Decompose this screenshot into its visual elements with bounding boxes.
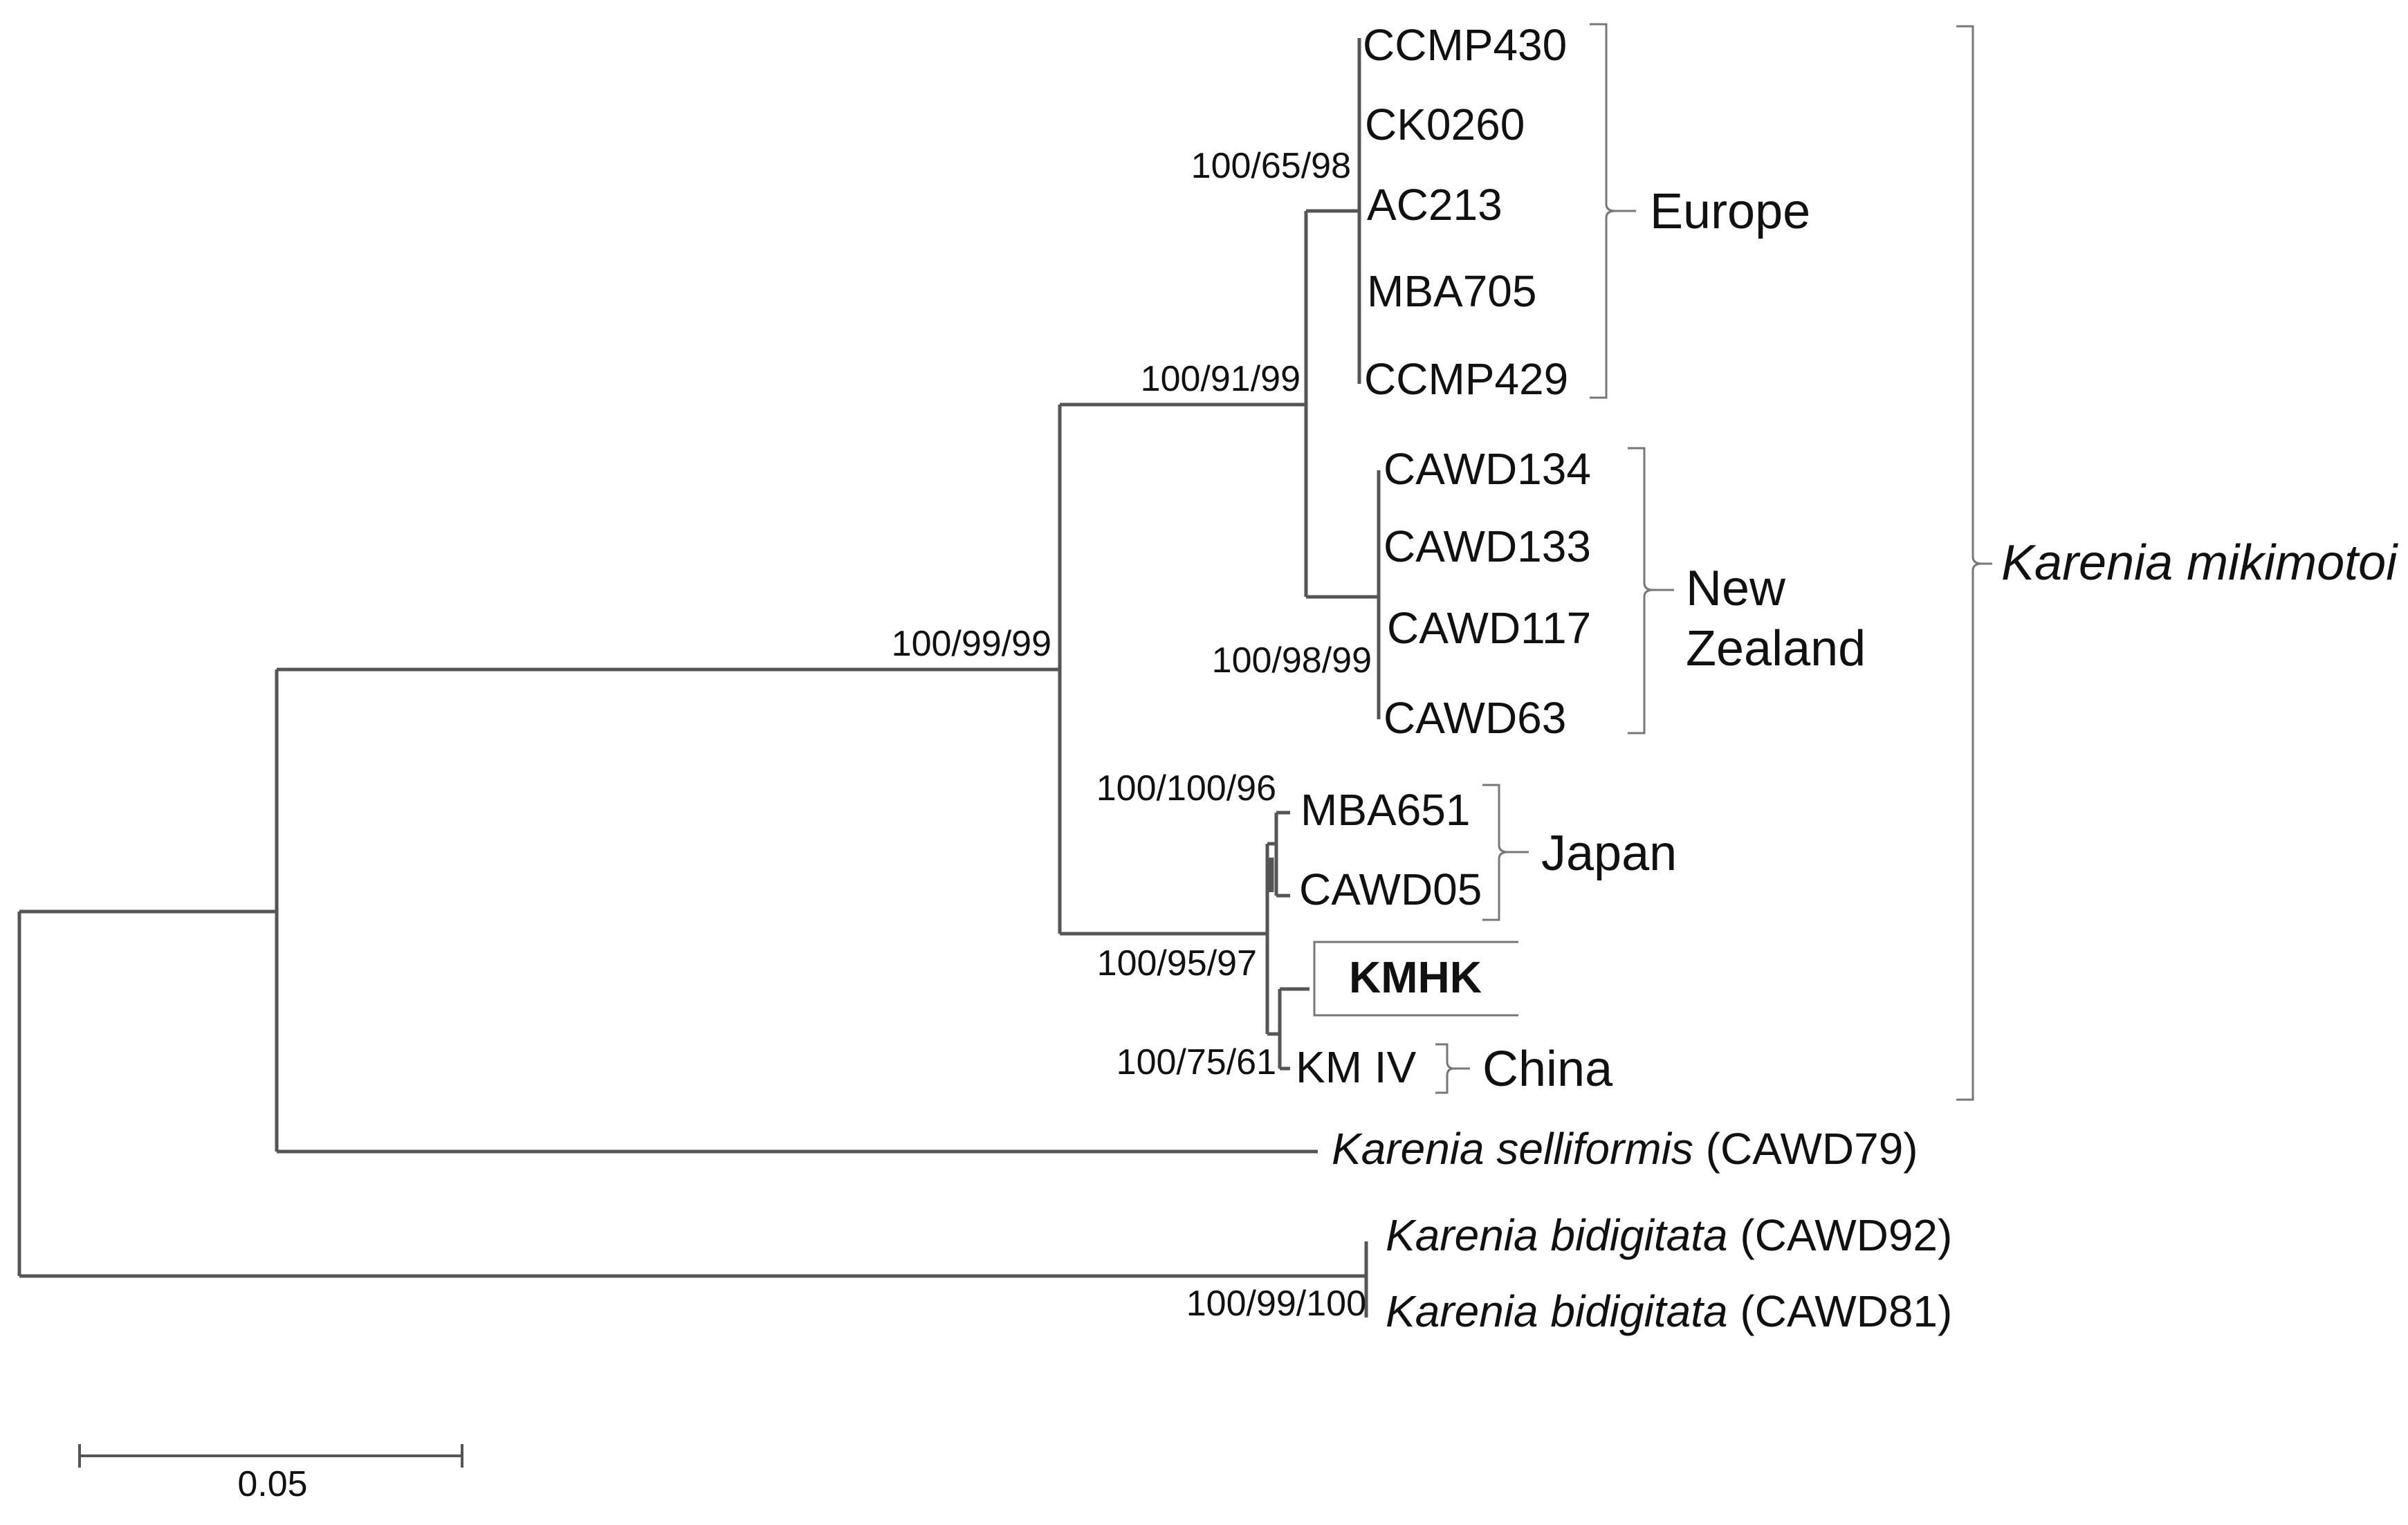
taxon-karenia-bidigitata-cawd81: Karenia bidigitata (CAWD81)	[1386, 1286, 1952, 1336]
support-values: 100/65/98 100/91/99 100/99/99 100/98/99 …	[892, 146, 1372, 1324]
kmhk-highlight-box	[1313, 941, 1518, 1017]
mikimotoi-bracket	[1956, 25, 1983, 1101]
group-label-karenia-mikimotoi: Karenia mikimotoi	[2001, 535, 2398, 591]
group-label-new-zealand-line2: Zealand	[1686, 621, 1866, 676]
group-labels: Europe New Zealand Japan China Karenia m…	[1482, 184, 2398, 1097]
taxon-labels: CCMP430 CK0260 AC213 MBA705 CCMP429 CAWD…	[1296, 20, 1952, 1336]
support-mikimotoi-node: 100/99/99	[892, 624, 1051, 664]
support-europe-node: 100/65/98	[1191, 146, 1351, 186]
support-asia-node: 100/95/97	[1097, 943, 1257, 983]
scale-bar-label: 0.05	[237, 1464, 307, 1504]
taxon-cawd63: CAWD63	[1384, 693, 1566, 743]
taxon-ccmp429: CCMP429	[1364, 354, 1568, 404]
support-europe-nz-node: 100/91/99	[1141, 359, 1300, 399]
selliformis-species-name: Karenia selliformis	[1332, 1124, 1693, 1174]
bidigitata-species-name-1: Karenia bidigitata	[1386, 1210, 1728, 1260]
taxon-cawd117: CAWD117	[1387, 603, 1591, 653]
support-china-node: 100/75/61	[1116, 1042, 1276, 1082]
bidigitata-strain-1: (CAWD92)	[1728, 1210, 1953, 1260]
selliformis-strain: (CAWD79)	[1693, 1124, 1918, 1174]
taxon-cawd05: CAWD05	[1299, 865, 1482, 914]
taxon-karenia-bidigitata-cawd92: Karenia bidigitata (CAWD92)	[1386, 1210, 1952, 1260]
bidigitata-species-name-2: Karenia bidigitata	[1386, 1286, 1728, 1336]
support-new-zealand-node: 100/98/99	[1212, 640, 1372, 681]
taxon-mba705: MBA705	[1367, 266, 1536, 316]
japan-bracket	[1482, 784, 1509, 921]
europe-bracket	[1590, 23, 1616, 399]
group-label-japan: Japan	[1541, 826, 1677, 881]
taxon-mba651: MBA651	[1300, 785, 1470, 835]
group-label-china: China	[1482, 1042, 1613, 1097]
bidigitata-strain-2: (CAWD81)	[1728, 1286, 1953, 1336]
taxon-ck0260: CK0260	[1365, 100, 1525, 149]
scale-bar: 0.05	[78, 1444, 463, 1504]
tree-branches	[17, 38, 1381, 1318]
support-japan-node: 100/100/96	[1096, 768, 1276, 808]
group-label-new-zealand-line1: New	[1686, 561, 1786, 616]
group-label-europe: Europe	[1650, 184, 1810, 239]
support-bidigitata-node: 100/99/100	[1186, 1284, 1366, 1324]
group-brackets	[1435, 23, 1992, 1101]
taxon-karenia-selliformis: Karenia selliformis (CAWD79)	[1332, 1124, 1918, 1174]
taxon-kmhk: KMHK	[1349, 952, 1482, 1002]
new-zealand-bracket	[1628, 447, 1654, 734]
taxon-ac213: AC213	[1367, 180, 1502, 230]
china-bracket	[1435, 1043, 1455, 1094]
taxon-cawd134: CAWD134	[1384, 444, 1591, 494]
taxon-ccmp430: CCMP430	[1363, 20, 1567, 70]
taxon-cawd133: CAWD133	[1384, 521, 1591, 571]
taxon-km-iv: KM IV	[1296, 1042, 1417, 1092]
